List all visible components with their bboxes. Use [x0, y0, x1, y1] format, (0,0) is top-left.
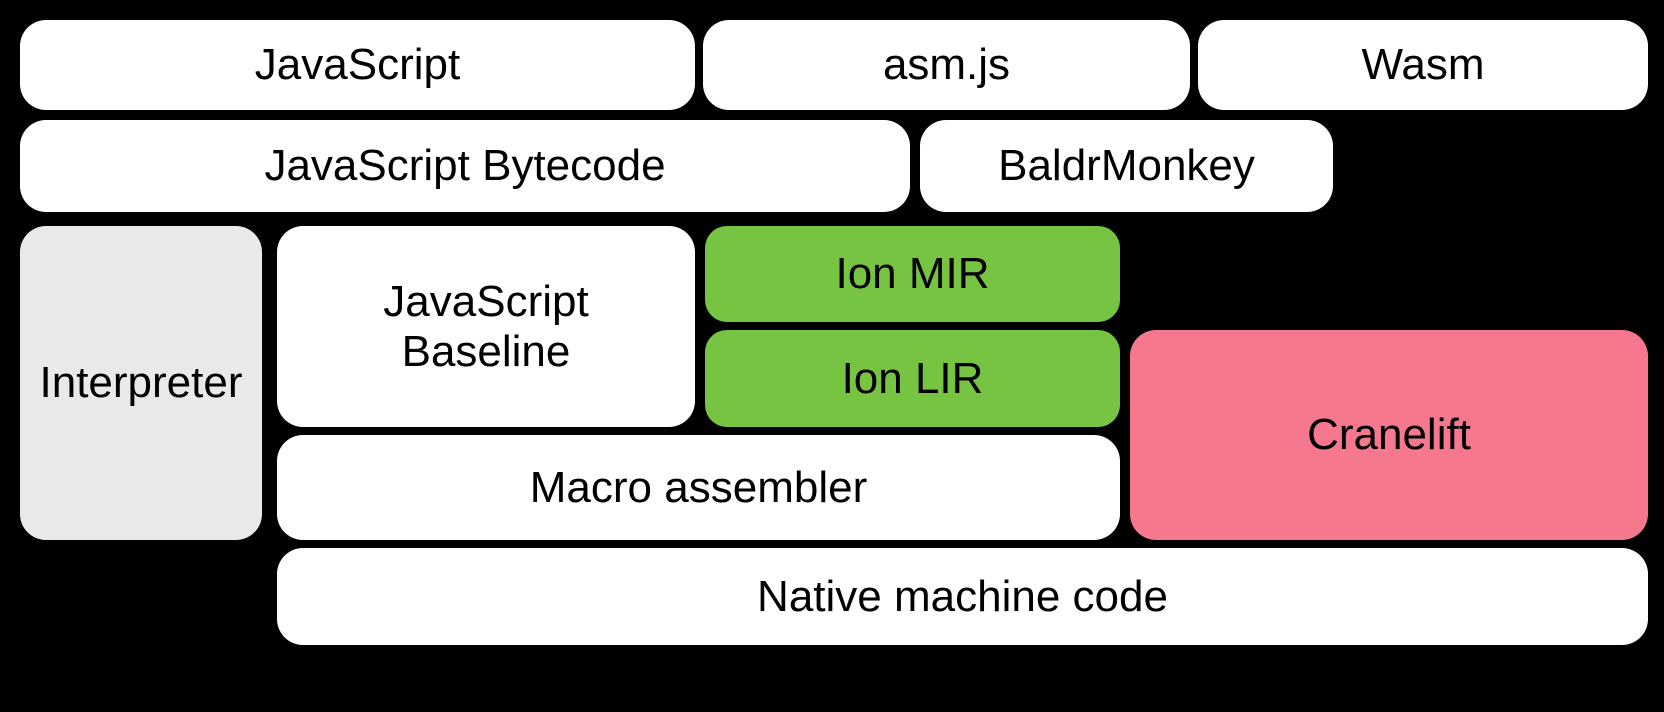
- node-javascript-baseline[interactable]: JavaScript Baseline: [277, 226, 695, 427]
- node-ion-lir[interactable]: Ion LIR: [705, 330, 1120, 427]
- node-wasm[interactable]: Wasm: [1198, 20, 1648, 110]
- node-macro-assembler[interactable]: Macro assembler: [277, 435, 1120, 540]
- node-asmjs[interactable]: asm.js: [703, 20, 1190, 110]
- node-cranelift[interactable]: Cranelift: [1130, 330, 1648, 540]
- node-native-machine-code[interactable]: Native machine code: [277, 548, 1648, 645]
- node-interpreter[interactable]: Interpreter: [20, 226, 262, 540]
- node-javascript[interactable]: JavaScript: [20, 20, 695, 110]
- node-javascript-bytecode[interactable]: JavaScript Bytecode: [20, 120, 910, 212]
- node-baldrmonkey[interactable]: BaldrMonkey: [920, 120, 1333, 212]
- node-ion-mir[interactable]: Ion MIR: [705, 226, 1120, 322]
